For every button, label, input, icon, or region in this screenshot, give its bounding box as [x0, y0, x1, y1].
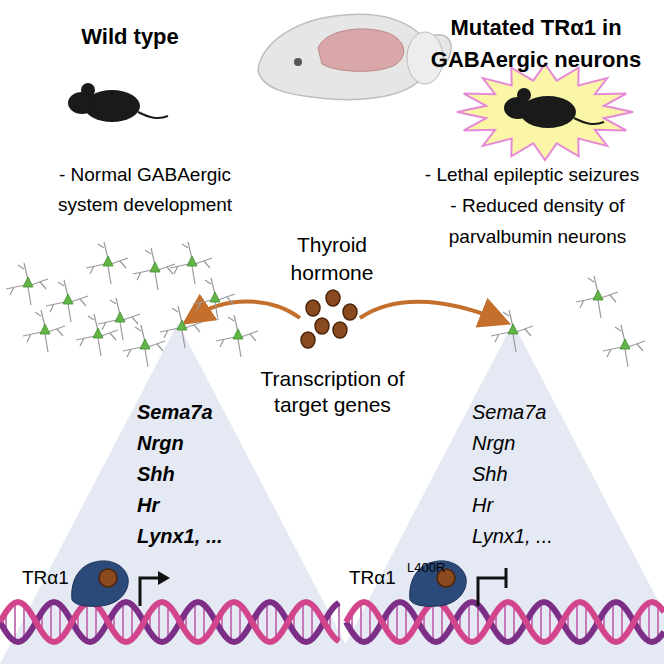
gene-name: Lynx1, ...	[472, 524, 553, 548]
receptor-label: TRα1	[22, 567, 69, 589]
receptor-label: TRα1	[349, 567, 396, 589]
mouse-eye	[294, 58, 302, 66]
gene-name: Hr	[472, 493, 493, 517]
gene-name: Shh	[472, 462, 508, 486]
gene-name: Hr	[137, 493, 159, 517]
hormone-arrow	[360, 302, 500, 320]
mouse-head	[258, 14, 451, 99]
gene-name: Shh	[137, 462, 175, 486]
wild-type-mouse	[68, 83, 168, 122]
heading: Wild type	[40, 22, 220, 52]
gene-name: Lynx1, ...	[137, 524, 223, 548]
dna-helix	[0, 602, 664, 642]
gene-name: Nrgn	[137, 431, 184, 455]
mutant-mouse	[504, 88, 604, 128]
seizure-starburst	[457, 64, 633, 160]
phenotype-note: - Lethal epileptic seizures	[404, 160, 660, 190]
phenotype-note: - Reduced density of parvalbumin neurons	[425, 190, 650, 252]
neurons	[6, 242, 645, 367]
hormone-arrow	[192, 302, 300, 319]
gene-name: Sema7a	[472, 400, 547, 424]
receptor-wt	[72, 561, 170, 606]
process-label: Transcription of target genes	[240, 366, 425, 418]
gene-name: Sema7a	[137, 400, 213, 424]
hormone-label: Thyroid hormone	[262, 231, 402, 287]
hormone-dots	[301, 290, 357, 348]
receptor-mutant	[410, 561, 506, 606]
heading: Mutated TRα1 in GABAergic neurons	[418, 12, 654, 76]
mouse-brain	[318, 29, 404, 71]
phenotype-note: - Normal GABAergic system development	[40, 160, 250, 220]
gene-name: Nrgn	[472, 431, 515, 455]
mutation-superscript: L400R	[407, 560, 445, 575]
